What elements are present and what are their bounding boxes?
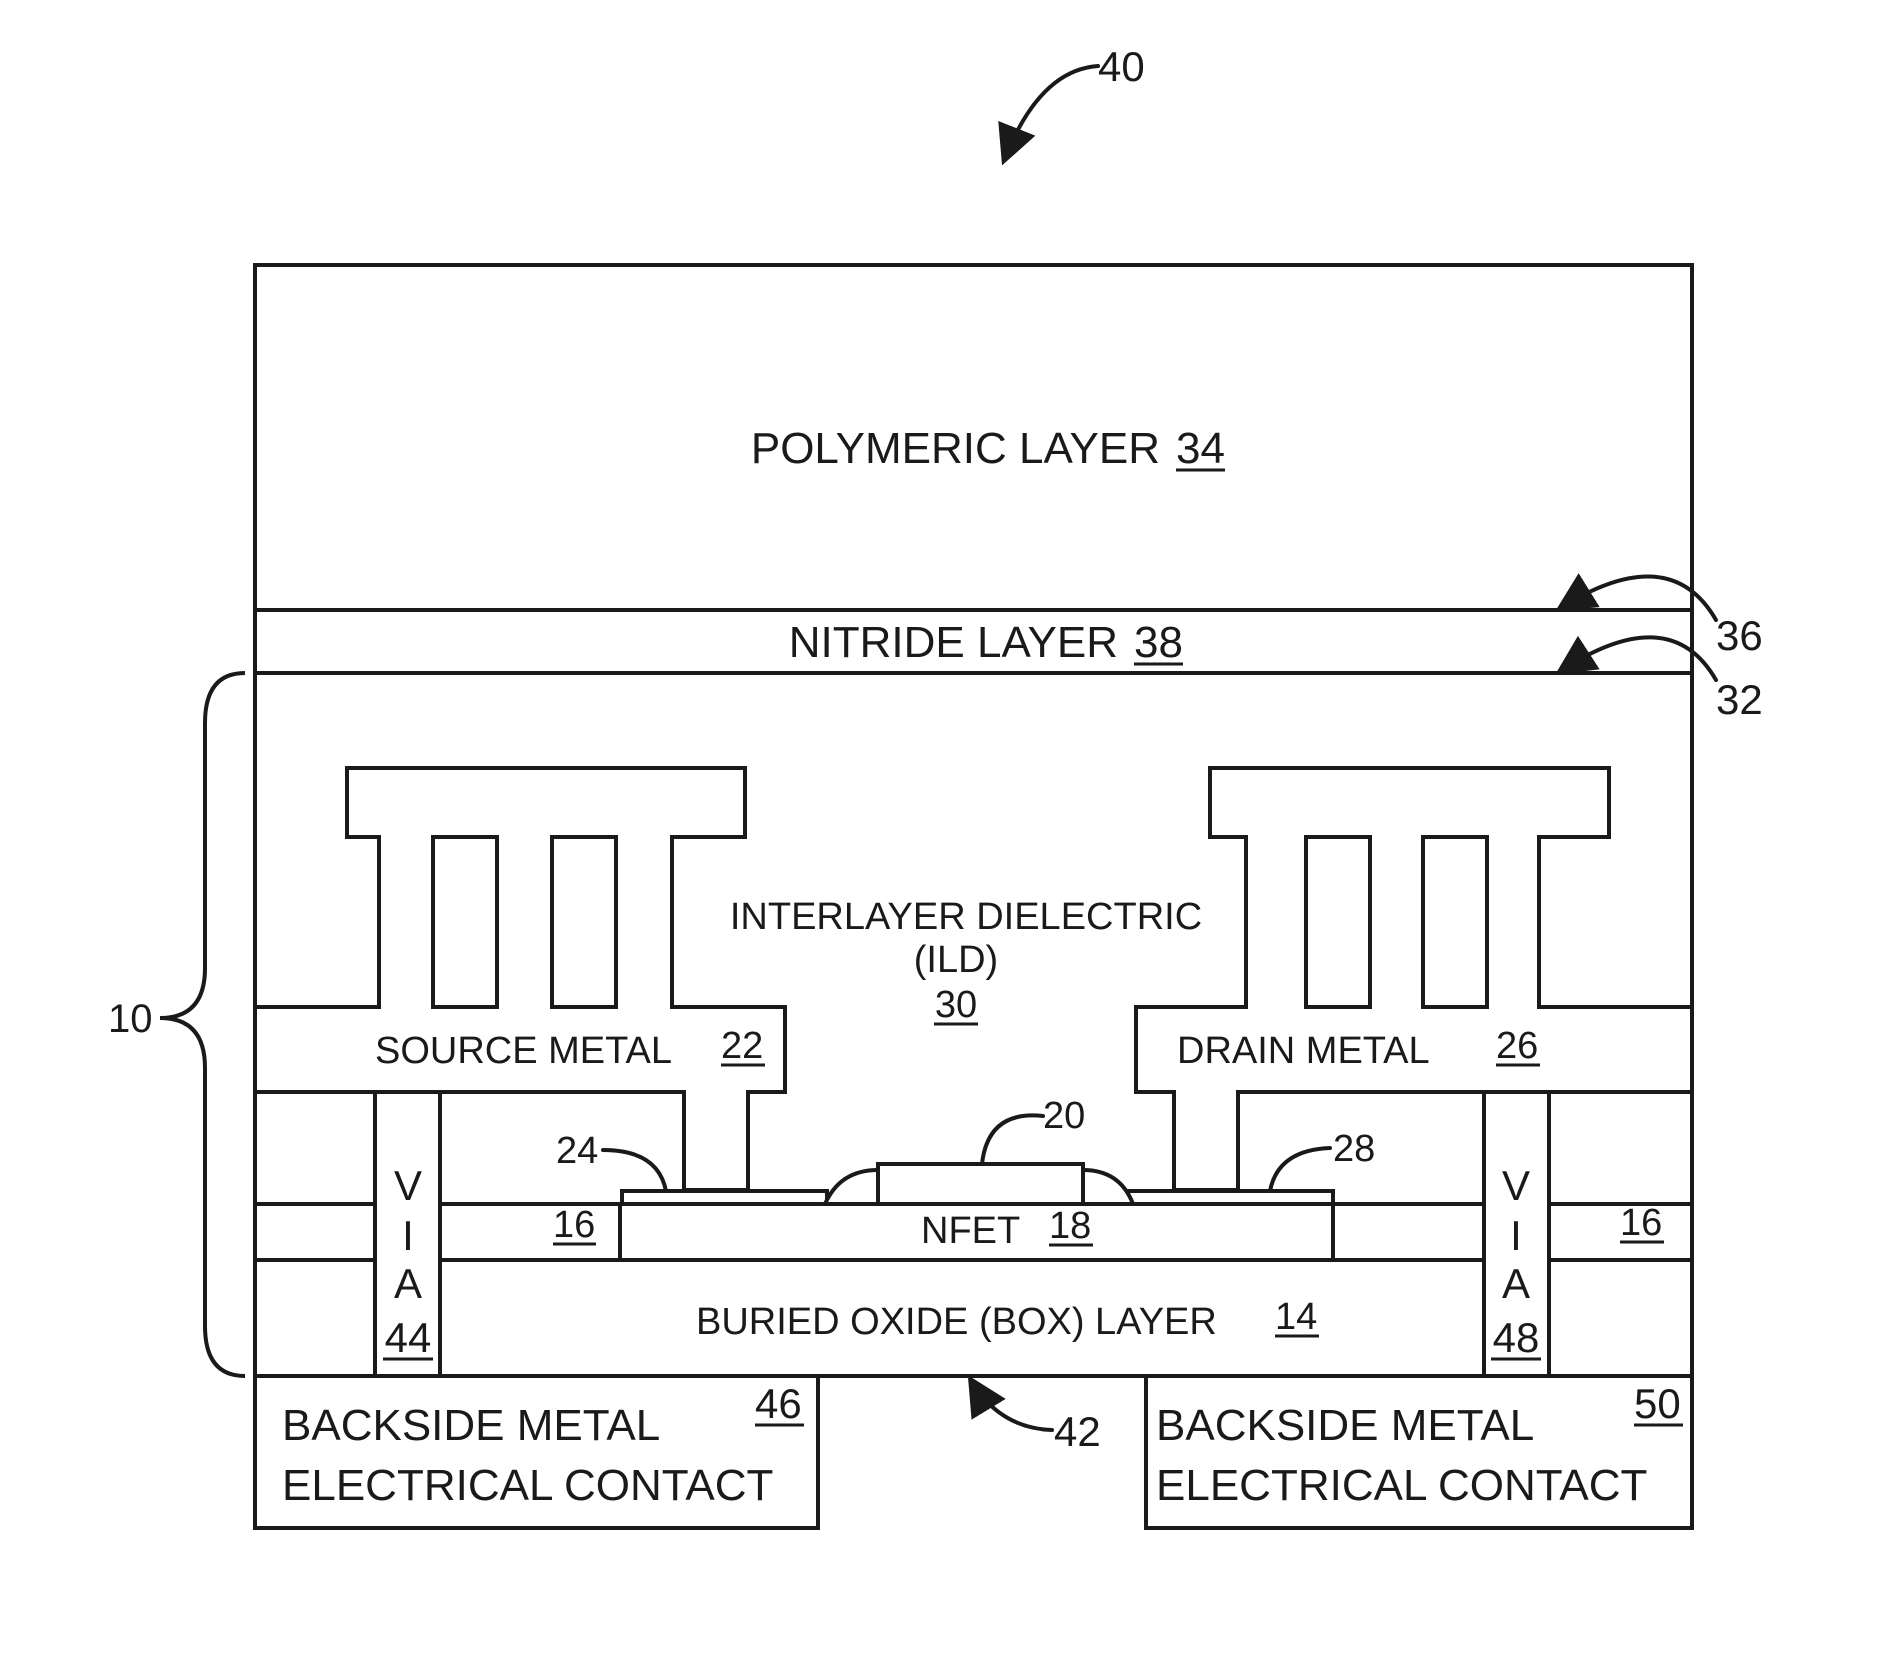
ref-40-label: 40	[1098, 43, 1145, 90]
ref-40-arrow	[1005, 66, 1098, 158]
polymeric-layer-num: 34	[1176, 424, 1225, 473]
nfet-label: NFET	[921, 1210, 1020, 1252]
nfet-num: 18	[1049, 1205, 1091, 1247]
ref-10-label: 10	[108, 997, 153, 1041]
ild-label-line1: INTERLAYER DIELECTRIC	[730, 896, 1202, 938]
via-48-letter-i: I	[1510, 1212, 1522, 1259]
via-44-letter-i: I	[402, 1212, 414, 1259]
ref-32-label: 32	[1716, 676, 1763, 723]
ref-42-label: 42	[1054, 1408, 1101, 1455]
via-44-num: 44	[385, 1314, 432, 1361]
drain-silicide-28	[1128, 1191, 1333, 1204]
source-metal-num: 22	[721, 1025, 763, 1067]
nitride-layer-num: 38	[1134, 618, 1183, 667]
drain-metal-num: 26	[1496, 1025, 1538, 1067]
polymeric-layer-label: POLYMERIC LAYER	[751, 424, 1160, 473]
via-48-letter-a: A	[1502, 1260, 1530, 1307]
contact-50-line1: BACKSIDE METAL	[1156, 1401, 1534, 1450]
ref-24-label: 24	[556, 1130, 598, 1172]
source-silicide-24	[622, 1191, 827, 1204]
contact-50-num: 50	[1634, 1380, 1681, 1427]
via-48-num: 48	[1493, 1314, 1540, 1361]
gate-20	[878, 1164, 1083, 1204]
ref-28-label: 28	[1333, 1128, 1375, 1170]
source-metal-slot-1	[433, 837, 497, 1007]
contact-46-num: 46	[755, 1380, 802, 1427]
contact-50-line2: ELECTRICAL CONTACT	[1156, 1461, 1647, 1510]
via-44-letter-v: V	[394, 1162, 422, 1209]
contact-46-line1: BACKSIDE METAL	[282, 1401, 660, 1450]
source-metal-label: SOURCE METAL	[375, 1030, 672, 1072]
via-44-letter-a: A	[394, 1260, 422, 1307]
box-label: BURIED OXIDE (BOX) LAYER	[696, 1301, 1217, 1343]
drain-metal-slot-1	[1306, 837, 1370, 1007]
contact-46-line2: ELECTRICAL CONTACT	[282, 1461, 773, 1510]
drain-metal-label: DRAIN METAL	[1177, 1030, 1430, 1072]
via-48-letter-v: V	[1502, 1162, 1530, 1209]
ref-20-label: 20	[1043, 1095, 1085, 1137]
drain-metal-slot-2	[1423, 837, 1487, 1007]
nitride-layer-label: NITRIDE LAYER	[789, 618, 1118, 667]
ild-label-line2: (ILD)	[914, 939, 998, 981]
ref-36-label: 36	[1716, 612, 1763, 659]
box-num: 14	[1275, 1296, 1317, 1338]
ref-10-brace	[160, 673, 245, 1376]
ref-42-arrow	[972, 1382, 1052, 1430]
ild-num: 30	[935, 984, 977, 1026]
si-left-num: 16	[553, 1204, 595, 1246]
si-right-num: 16	[1620, 1202, 1662, 1244]
source-metal-slot-2	[552, 837, 616, 1007]
